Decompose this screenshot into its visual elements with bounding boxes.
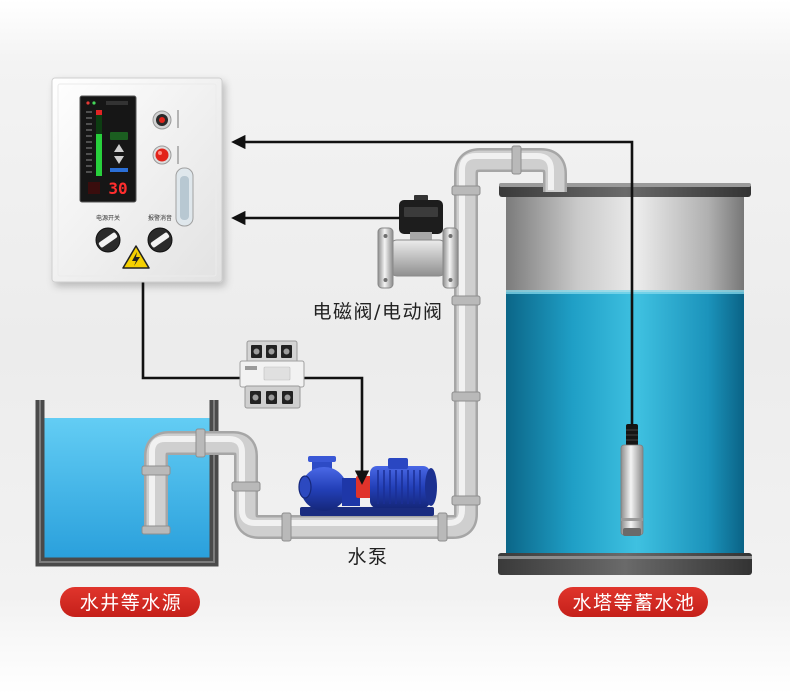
alarm-mute-knob bbox=[148, 228, 172, 252]
contactor-bottom-screws bbox=[250, 391, 293, 404]
storage-tank-badge: 水塔等蓄水池 bbox=[558, 587, 708, 617]
pipe-coupling bbox=[438, 513, 447, 541]
alarm-mute-label: 报警消音 bbox=[148, 214, 172, 222]
pipe-coupling bbox=[142, 466, 170, 475]
pipe-coupling bbox=[452, 496, 480, 505]
display-status-box bbox=[110, 132, 128, 140]
pump-motor bbox=[370, 466, 430, 508]
controller-display: 30 bbox=[80, 96, 136, 202]
pipe-coupling bbox=[512, 146, 521, 174]
contactor-side-mark bbox=[245, 366, 257, 370]
display-top-strip bbox=[106, 101, 128, 105]
indicator-light-bottom bbox=[153, 146, 171, 164]
pipe-intake-end bbox=[142, 526, 170, 534]
display-led-red bbox=[86, 101, 89, 104]
motor-terminal-box bbox=[388, 458, 408, 469]
control-box: 30 电源开关 报警消音 bbox=[52, 78, 222, 282]
water-source-badge: 水井等水源 bbox=[60, 587, 200, 617]
sensor-body bbox=[621, 445, 643, 535]
valve-body bbox=[390, 240, 446, 276]
tank-top-rim-highlight bbox=[499, 183, 751, 187]
display-unit-mark bbox=[88, 182, 100, 194]
pump-outlet-flange bbox=[308, 456, 336, 462]
valve-coil-label bbox=[404, 207, 438, 217]
storage-tank-label: 水塔等蓄水池 bbox=[572, 592, 695, 614]
level-bar-alarm bbox=[96, 110, 102, 115]
pipe-coupling bbox=[452, 392, 480, 401]
pump-inlet bbox=[299, 476, 311, 498]
tank-bottom-rim-highlight bbox=[498, 556, 752, 559]
power-switch-knob bbox=[96, 228, 120, 252]
level-sight-window bbox=[176, 168, 193, 226]
pipe-coupling bbox=[452, 296, 480, 305]
power-switch-label: 电源开关 bbox=[96, 214, 120, 222]
contactor bbox=[240, 341, 304, 408]
pump-coupling bbox=[356, 476, 372, 498]
water-source-label: 水井等水源 bbox=[80, 592, 183, 614]
pipe-coupling bbox=[232, 482, 260, 491]
valve-label: 电磁阀/电动阀 bbox=[313, 301, 444, 323]
pipe-coupling bbox=[282, 513, 291, 541]
pipe-coupling bbox=[196, 429, 205, 457]
tank-upper-shell bbox=[506, 194, 744, 294]
level-bar-fill bbox=[96, 134, 102, 176]
pump-label: 水泵 bbox=[347, 546, 388, 568]
sensor-tip bbox=[623, 528, 641, 536]
contactor-top-screws bbox=[251, 345, 292, 358]
display-led-green bbox=[92, 101, 95, 104]
indicator-light-top bbox=[153, 111, 171, 129]
motor-end-cap bbox=[425, 468, 437, 506]
contactor-nameplate bbox=[264, 367, 290, 380]
water-well bbox=[40, 400, 214, 562]
sensor-body-band bbox=[621, 518, 643, 521]
display-reading: 30 bbox=[108, 179, 127, 198]
tank-water-surface bbox=[506, 290, 744, 294]
pipe-coupling bbox=[452, 186, 480, 195]
display-blue-mark bbox=[110, 168, 128, 172]
